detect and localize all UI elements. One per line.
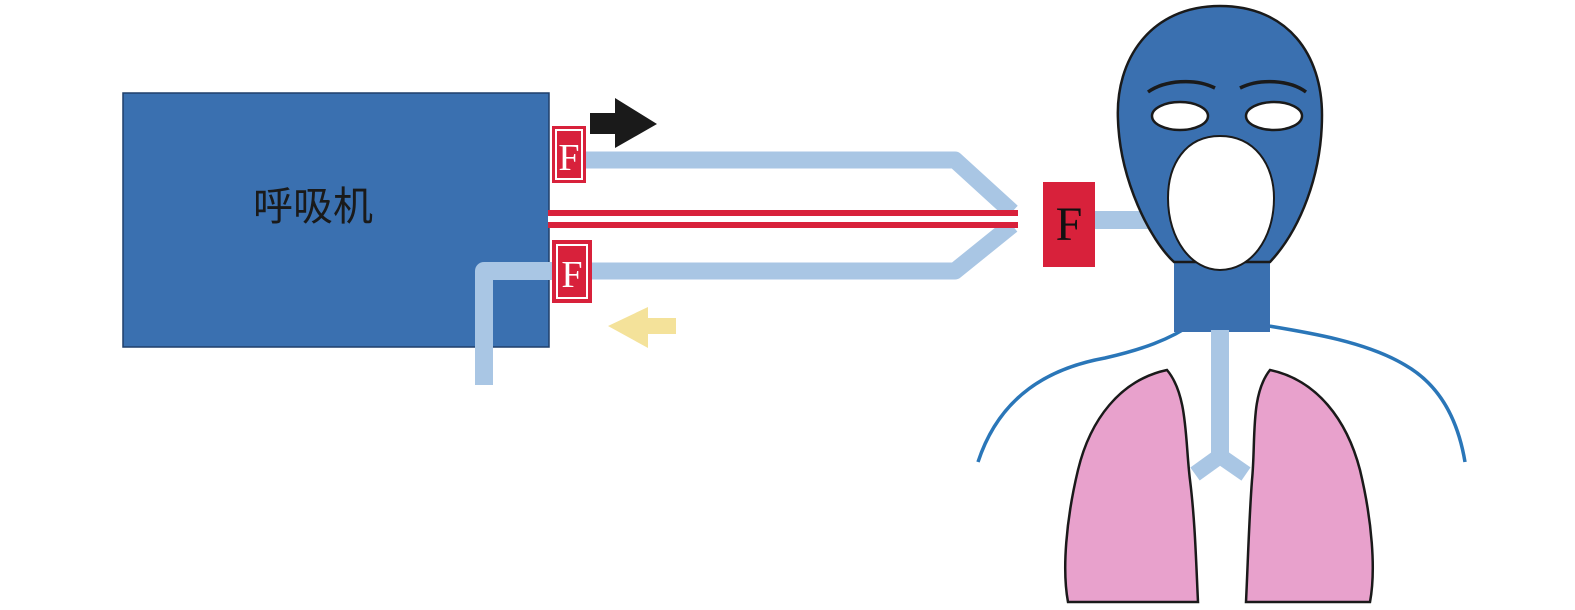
flow-in-arrow xyxy=(608,307,676,348)
right-eye xyxy=(1244,100,1304,132)
expiratory-tube xyxy=(592,218,1018,280)
exhaust-tube xyxy=(475,262,558,385)
left-eyebrow xyxy=(1146,79,1216,94)
right-eyebrow xyxy=(1239,79,1308,94)
inspiratory-filter-label: F xyxy=(558,137,579,179)
airway xyxy=(1190,330,1251,481)
inspiratory-tube xyxy=(584,151,1018,219)
expiratory-filter: F xyxy=(552,240,592,303)
face-mask xyxy=(1166,134,1276,272)
left-lung xyxy=(1064,368,1200,604)
sensing-line xyxy=(548,210,1018,228)
expiratory-filter-label: F xyxy=(561,254,582,296)
tubing xyxy=(475,151,1222,385)
ventilator: 呼吸机 xyxy=(122,92,550,348)
right-lung xyxy=(1244,368,1374,604)
flow-out-arrow xyxy=(590,98,657,148)
patient-filter-label: F xyxy=(1056,198,1083,251)
left-eye xyxy=(1150,100,1210,132)
patient-filter: F xyxy=(1043,182,1095,267)
ventilator-label: 呼吸机 xyxy=(253,184,373,230)
inspiratory-filter: F xyxy=(552,126,586,183)
